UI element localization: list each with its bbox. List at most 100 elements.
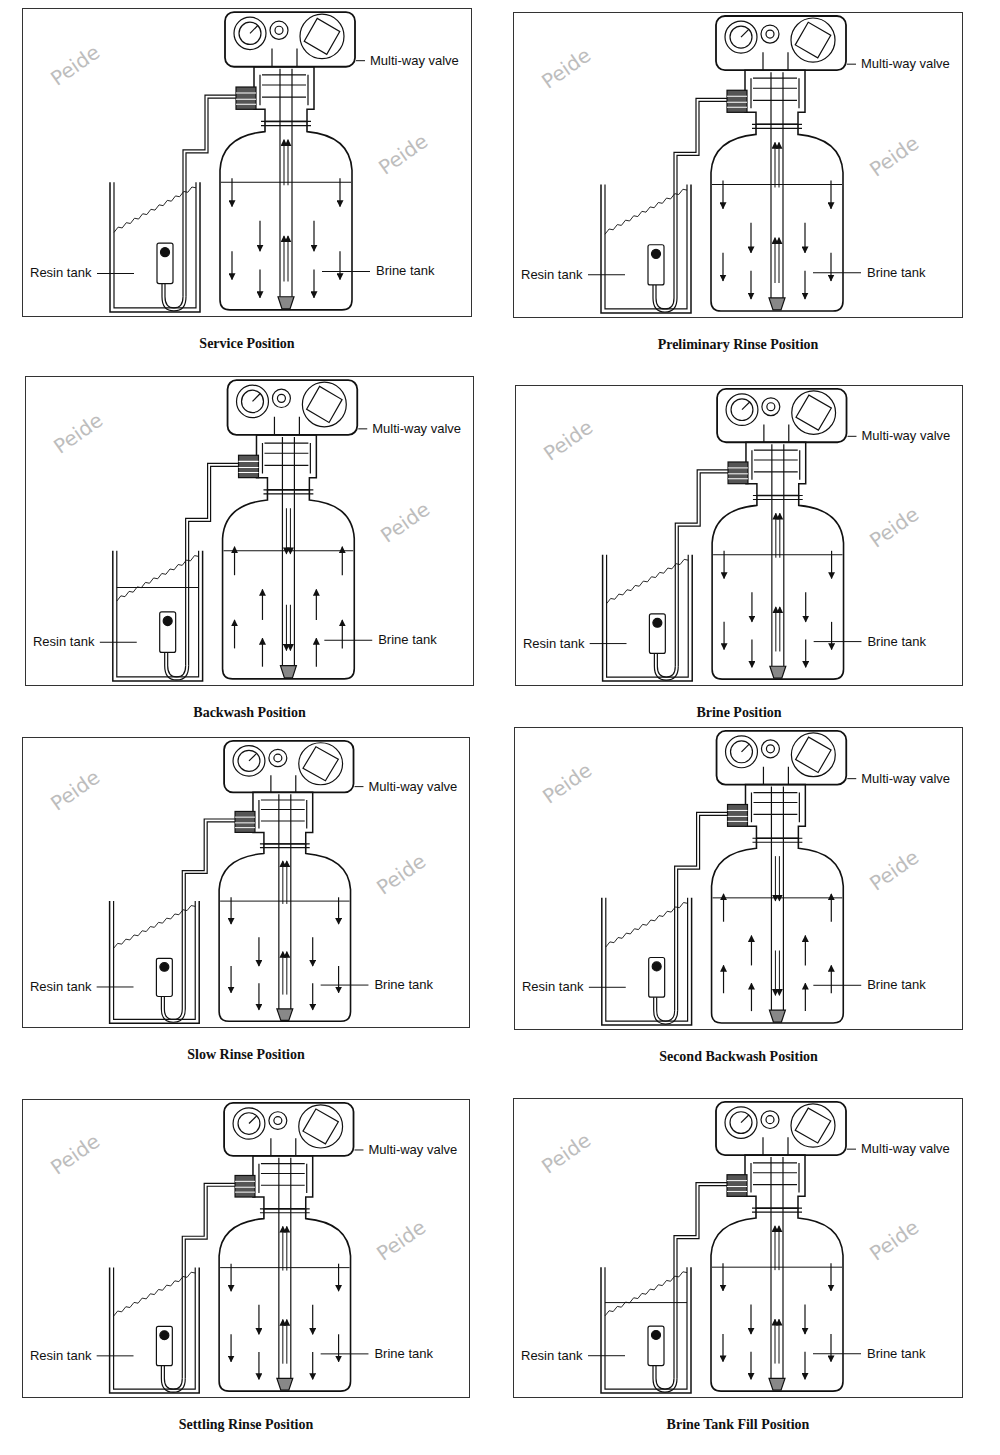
softener-illustration bbox=[97, 741, 369, 1023]
tube-arrow bbox=[775, 142, 776, 187]
float-ball bbox=[160, 1331, 169, 1340]
gauge-inner bbox=[731, 741, 753, 763]
watermark: Peide bbox=[539, 415, 597, 466]
valve-internals bbox=[260, 75, 308, 105]
timer-wheel bbox=[791, 1104, 835, 1147]
tube-arrow bbox=[284, 236, 285, 282]
indicator-dial bbox=[761, 740, 779, 758]
injector-block bbox=[727, 1175, 747, 1197]
flow-arrow bbox=[230, 966, 231, 993]
part-label: Multi-way valve bbox=[370, 421, 463, 437]
tube-arrow bbox=[779, 856, 780, 901]
tank-neck bbox=[753, 496, 803, 500]
brine-level bbox=[117, 587, 199, 588]
brine-valve bbox=[648, 1326, 664, 1365]
flow-arrow bbox=[313, 269, 314, 297]
flow-arrow bbox=[312, 983, 313, 1010]
brine-line bbox=[675, 812, 728, 1010]
flow-arrow bbox=[338, 1264, 339, 1291]
watermark: Peide bbox=[372, 1215, 430, 1266]
gauge-dial bbox=[234, 17, 266, 49]
watermark: Peide bbox=[865, 1214, 923, 1265]
timer-wheel bbox=[302, 382, 346, 427]
leader-line bbox=[321, 1353, 369, 1354]
water-level bbox=[220, 1267, 349, 1268]
brine-valve bbox=[157, 243, 173, 284]
injector-hatch bbox=[235, 1181, 255, 1192]
part-label: Brine tank bbox=[865, 265, 928, 281]
valve-stem bbox=[274, 417, 299, 435]
valve-head bbox=[228, 380, 358, 435]
distributor bbox=[277, 1009, 293, 1020]
valve-head bbox=[224, 741, 353, 793]
leader-line bbox=[813, 1353, 861, 1354]
water-level bbox=[712, 184, 842, 185]
watermark: Peide bbox=[372, 849, 430, 900]
part-label: Brine tank bbox=[865, 977, 928, 993]
tube-arrow bbox=[775, 856, 776, 901]
flow-arrow bbox=[805, 640, 806, 668]
brine-line bbox=[674, 98, 727, 298]
timer-cam bbox=[304, 18, 340, 54]
gauge-dial bbox=[233, 1108, 265, 1139]
watermark: Peide bbox=[376, 497, 434, 548]
leader-line bbox=[355, 786, 364, 787]
tank-neck bbox=[752, 838, 802, 842]
brine-line bbox=[186, 98, 236, 297]
gauge-needle bbox=[252, 393, 260, 401]
gauge-dial bbox=[233, 746, 265, 777]
brine-line bbox=[183, 95, 236, 297]
tank-neck bbox=[752, 124, 802, 128]
position-caption: Brine Tank Fill Position bbox=[667, 1417, 810, 1433]
part-label: Multi-way valve bbox=[366, 779, 459, 795]
flow-arrow bbox=[722, 181, 723, 209]
part-label: Multi-way valve bbox=[859, 1141, 952, 1157]
small-tank-wall bbox=[601, 185, 691, 313]
tank-shell bbox=[219, 1209, 350, 1391]
valve-body bbox=[256, 435, 316, 490]
tube-arrow bbox=[775, 1319, 776, 1363]
tube-arrow bbox=[775, 951, 776, 996]
distributor bbox=[277, 1378, 293, 1390]
flow-arrow bbox=[231, 251, 232, 279]
gauge-inner bbox=[238, 750, 260, 771]
tank-shell bbox=[712, 838, 844, 1023]
flow-arrow bbox=[750, 1352, 751, 1380]
tube-arrow bbox=[779, 513, 780, 557]
flow-arrow bbox=[338, 1334, 339, 1361]
float-ball bbox=[163, 616, 172, 625]
valve-head bbox=[717, 389, 846, 442]
injector-block bbox=[235, 811, 255, 832]
indicator-dial bbox=[269, 749, 287, 766]
position-caption: Service Position bbox=[199, 336, 294, 352]
flow-arrow bbox=[259, 269, 260, 297]
flow-arrow bbox=[804, 1305, 805, 1335]
timer-cam bbox=[795, 1108, 831, 1143]
riser-tube bbox=[771, 72, 783, 298]
part-label: Multi-way valve bbox=[859, 428, 952, 444]
brine-line bbox=[185, 1186, 235, 1378]
flow-arrow bbox=[312, 937, 313, 966]
gauge-needle bbox=[742, 402, 750, 410]
part-label: Multi-way valve bbox=[859, 56, 952, 72]
brine-valve bbox=[156, 958, 172, 996]
injector-block bbox=[239, 455, 259, 477]
flow-arrow bbox=[751, 936, 752, 966]
tube-arrow bbox=[282, 861, 283, 904]
small-tank-inner bbox=[114, 901, 196, 1019]
brine-line bbox=[186, 463, 239, 665]
indicator-inner bbox=[274, 1117, 282, 1125]
position-caption: Second Backwash Position bbox=[659, 1049, 818, 1065]
watermark: Peide bbox=[46, 1129, 104, 1180]
valve-internals bbox=[751, 1163, 799, 1193]
position-caption: Backwash Position bbox=[193, 705, 305, 721]
flow-arrow bbox=[234, 547, 235, 575]
brine-line bbox=[182, 819, 235, 1009]
timer-cam bbox=[795, 22, 831, 58]
tank-neck bbox=[260, 844, 310, 848]
flow-arrow bbox=[751, 983, 752, 1011]
distributor bbox=[278, 297, 294, 309]
indicator-dial bbox=[269, 1112, 287, 1130]
flow-arrow bbox=[831, 551, 832, 579]
valve-internals bbox=[262, 443, 310, 473]
